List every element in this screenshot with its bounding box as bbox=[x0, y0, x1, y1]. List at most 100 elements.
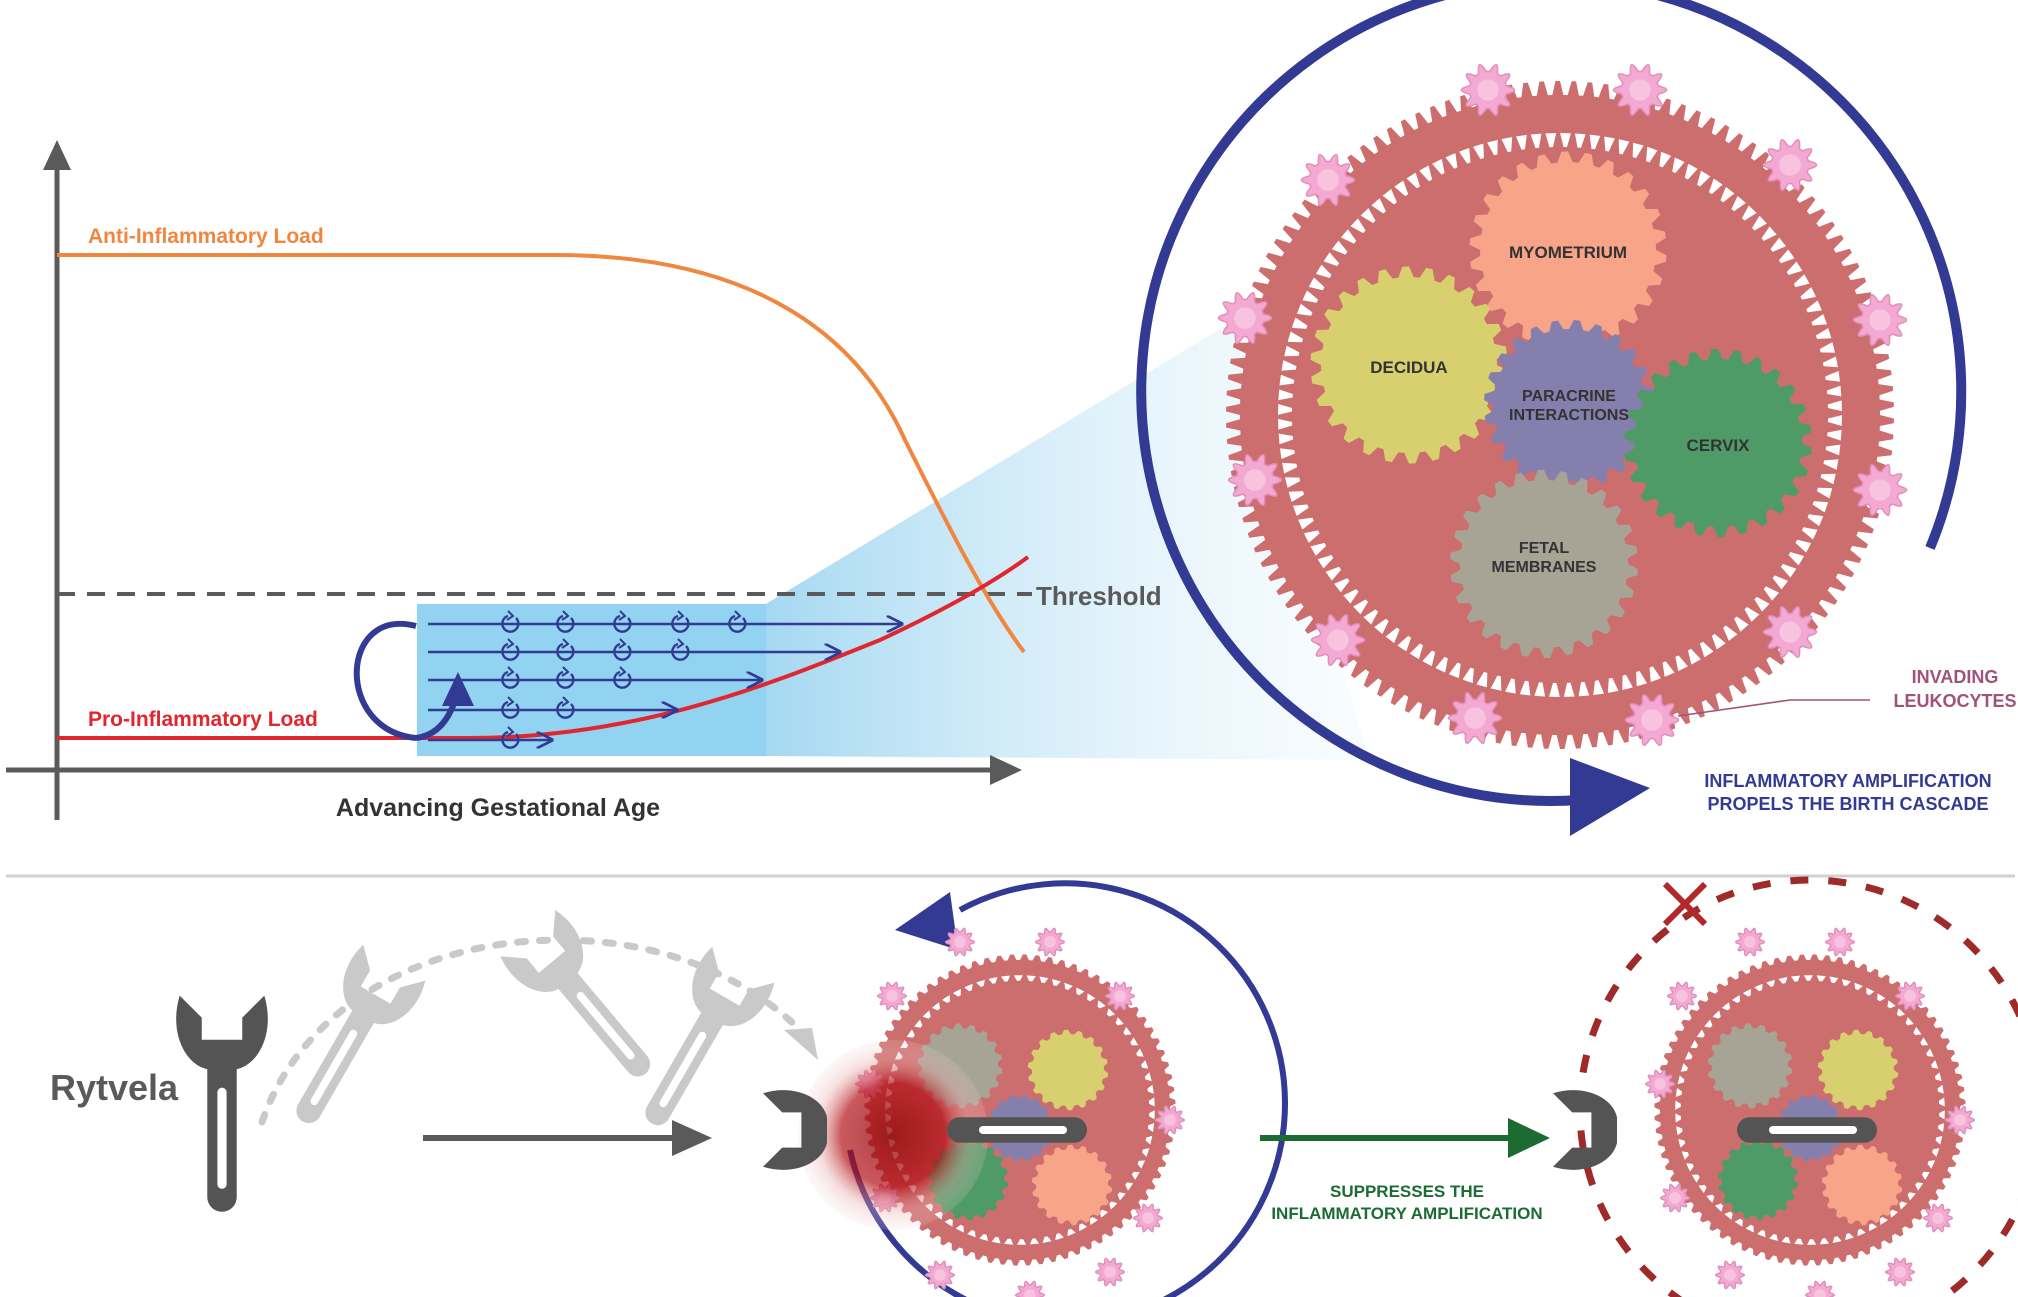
myometrium-gear bbox=[1469, 151, 1667, 349]
cervix-label: CERVIX bbox=[1687, 436, 1751, 455]
leukocyte-3 bbox=[1300, 154, 1356, 206]
x-axis-arrow bbox=[990, 755, 1022, 785]
small-leukocyte bbox=[1154, 1105, 1186, 1135]
cycle-arrowhead bbox=[506, 610, 515, 621]
small-leukocyte bbox=[1666, 981, 1698, 1011]
small-leukocyte bbox=[1734, 927, 1766, 957]
small-myometrium-gear bbox=[1821, 1144, 1903, 1226]
invading-leukocytes-line2: LEUKOCYTES bbox=[1893, 691, 2016, 711]
anti-inflammatory-curve bbox=[57, 253, 1026, 654]
cycle-arrowhead bbox=[506, 726, 515, 737]
cycle-icon bbox=[556, 614, 575, 633]
small-cervix-gear bbox=[1717, 1139, 1799, 1221]
leukocyte-10 bbox=[1762, 606, 1818, 658]
leukocyte-6 bbox=[1852, 294, 1908, 346]
cycle-arrowhead bbox=[506, 666, 515, 677]
small-leukocyte bbox=[1659, 1183, 1691, 1213]
suppress-label-line2: INFLAMMATORY AMPLIFICATION bbox=[1271, 1204, 1542, 1223]
paracrine-label-line1: PARACRINE bbox=[1522, 388, 1616, 405]
small-leukocyte bbox=[876, 981, 908, 1011]
cycle-arrowhead bbox=[618, 666, 627, 677]
small-leukocyte bbox=[1644, 1069, 1676, 1099]
cycle-icon bbox=[501, 614, 520, 633]
wrench-faded-icon-2 bbox=[500, 910, 651, 1077]
leukocyte-5 bbox=[1217, 292, 1273, 344]
small-leukocyte bbox=[924, 1260, 956, 1290]
cycle-icon bbox=[501, 700, 520, 719]
amplification-arc-arrowhead bbox=[1570, 758, 1650, 836]
small-leukocyte bbox=[1804, 1280, 1836, 1297]
fetal-label-line1: FETAL bbox=[1519, 540, 1570, 557]
small-arc-arrowhead bbox=[895, 892, 958, 950]
fetal-label-line2: MEMBRANES bbox=[1492, 559, 1597, 576]
small-decidua-gear bbox=[1817, 1029, 1899, 1111]
inserted-wrench-slot bbox=[979, 1125, 1068, 1135]
wrench-head bbox=[343, 944, 426, 1025]
small-fetal-gear bbox=[1707, 1023, 1793, 1109]
small-myometrium-gear bbox=[1031, 1144, 1113, 1226]
leukocyte-12 bbox=[1624, 694, 1680, 746]
cycle-icon bbox=[501, 730, 520, 749]
cycle-arrowhead bbox=[506, 696, 515, 707]
inhibition-glow bbox=[798, 1040, 988, 1230]
fetal-membranes-gear bbox=[1450, 469, 1638, 659]
cycle-arrowhead bbox=[618, 610, 627, 621]
small-leukocyte bbox=[1104, 981, 1136, 1011]
cycle-arrowhead bbox=[676, 610, 685, 621]
cycle-icon bbox=[556, 700, 575, 719]
amplification-loop-arrowhead bbox=[442, 672, 474, 706]
y-axis-arrow bbox=[43, 140, 71, 170]
amplification-label-line2: PROPELS THE BIRTH CASCADE bbox=[1707, 794, 1988, 814]
threshold-label: Threshold bbox=[1036, 581, 1162, 611]
leukocyte-2 bbox=[1612, 64, 1668, 116]
amplification-arc bbox=[1136, 0, 1967, 806]
big-gear-assembly: MYOMETRIUMDECIDUAPARACRINEINTERACTIONSCE… bbox=[1136, 0, 2017, 836]
small-leukocyte bbox=[1824, 927, 1856, 957]
leukocyte-1 bbox=[1460, 64, 1516, 116]
cycle-icon bbox=[613, 642, 632, 661]
small-leukocyte bbox=[1094, 1257, 1126, 1287]
cycle-arrowhead bbox=[733, 610, 742, 621]
cycle-icon bbox=[613, 670, 632, 689]
cycle-icon bbox=[501, 642, 520, 661]
cycle-arrowhead bbox=[618, 638, 627, 649]
small-leukocyte bbox=[944, 927, 976, 957]
invading-leukocytes-line1: INVADING bbox=[1912, 667, 1999, 687]
cycle-arrowhead bbox=[561, 666, 570, 677]
amplification-label-line1: INFLAMMATORY AMPLIFICATION bbox=[1704, 771, 1991, 791]
inserted-wrench-icon bbox=[762, 1090, 1088, 1170]
pro-inflammatory-label: Pro-Inflammatory Load bbox=[88, 708, 318, 731]
leukocyte-11 bbox=[1447, 692, 1503, 744]
inserted-wrench-head bbox=[762, 1090, 827, 1170]
cycle-icon bbox=[671, 642, 690, 661]
cycle-arrowhead bbox=[561, 638, 570, 649]
wrench-faded-icon-1 bbox=[296, 944, 426, 1124]
cycle-icon bbox=[556, 642, 575, 661]
small-leukocyte bbox=[1884, 1257, 1916, 1287]
wrench-handle-slot bbox=[310, 1029, 358, 1106]
trajectory-arrowhead bbox=[784, 1028, 818, 1060]
inserted-wrench-icon bbox=[1552, 1090, 1878, 1170]
inflammation-graph: Threshold Anti-Inflammatory Load Pro-Inf… bbox=[6, 140, 1370, 822]
wrench-head bbox=[176, 995, 268, 1070]
feedback-arrows bbox=[428, 610, 900, 749]
cycle-arrowhead bbox=[506, 638, 515, 649]
small-amplification-arc bbox=[847, 880, 1288, 1297]
cycle-arrowhead bbox=[561, 696, 570, 707]
wrench-head bbox=[500, 910, 584, 992]
cycle-arrowhead bbox=[561, 610, 570, 621]
suppress-arrowhead bbox=[1508, 1118, 1550, 1158]
small-leukocyte bbox=[1922, 1203, 1954, 1233]
leukocyte-8 bbox=[1852, 464, 1908, 516]
small-leukocyte bbox=[1014, 1280, 1046, 1297]
cervix-gear bbox=[1624, 348, 1812, 538]
wrench-handle-slot bbox=[659, 1031, 707, 1108]
inserted-wrench-head bbox=[1552, 1090, 1617, 1170]
anti-inflammatory-label: Anti-Inflammatory Load bbox=[88, 225, 324, 248]
small-leukocyte bbox=[1714, 1260, 1746, 1290]
cycle-icon bbox=[613, 614, 632, 633]
small-leukocyte bbox=[1034, 927, 1066, 957]
apply-arrowhead bbox=[672, 1120, 712, 1156]
cycle-arrowhead bbox=[676, 638, 685, 649]
